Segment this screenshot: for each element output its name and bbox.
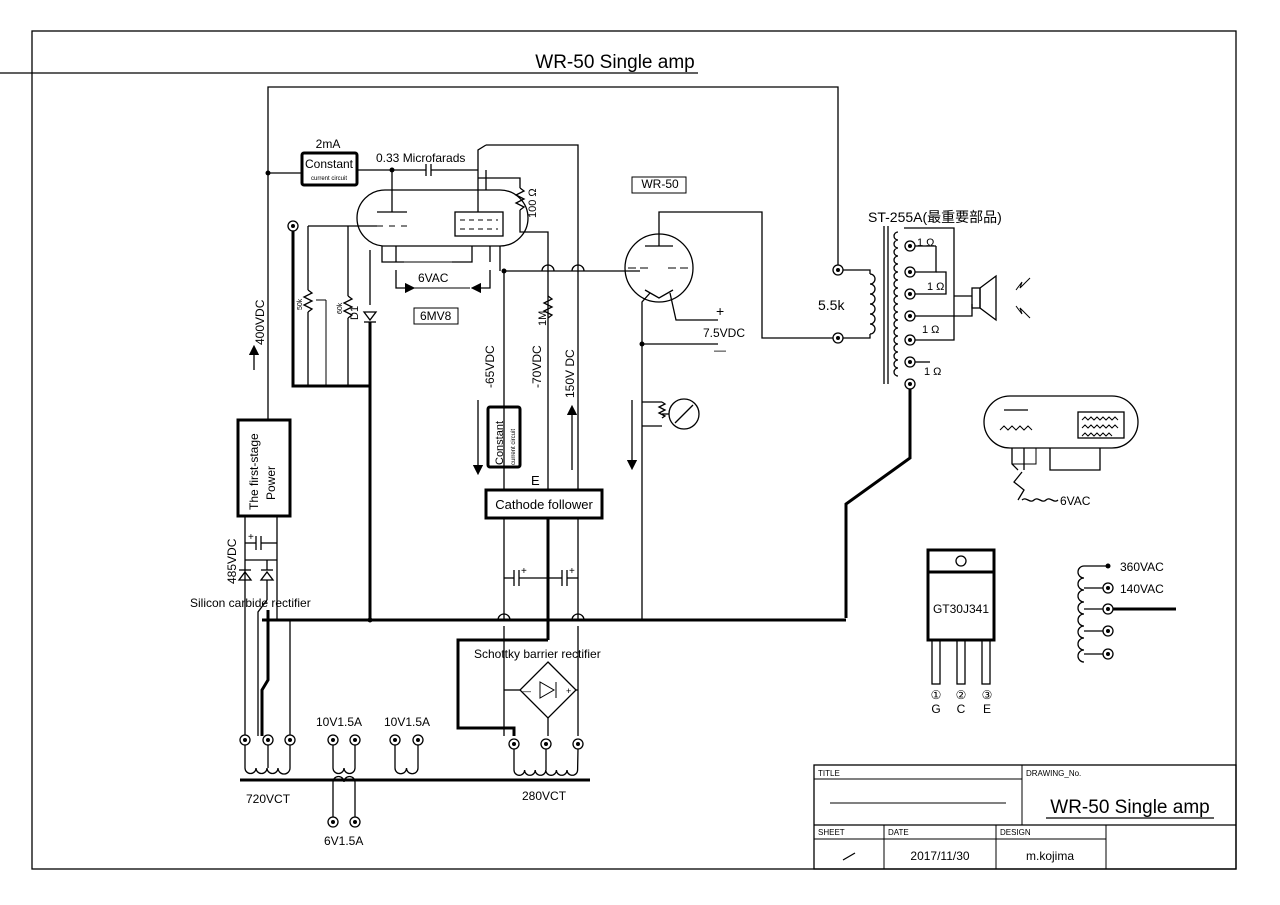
tube-6mv8-label: 6MV8 [420,309,452,323]
tube-wr50-tag [631,176,687,194]
svg-text:-65VDC: -65VDC [483,345,497,388]
igbt-gt30j341: GT30J341 ① ② ③ G C E [926,548,996,716]
svg-text:7.5VDC: 7.5VDC [703,326,745,340]
svg-text:1 Ω: 1 Ω [917,237,934,249]
svg-text:①: ① [931,688,942,702]
svg-text:D1: D1 [349,306,361,320]
svg-text:+: + [248,532,254,543]
bias-network: 50k 60k D1 [287,220,378,620]
diagram-title: WR-50 Single amp [535,52,694,73]
svg-text:m.kojima: m.kojima [1026,849,1074,863]
svg-text:0.33 Microfarads: 0.33 Microfarads [376,151,465,165]
transformer-label: ST-255A(最重要部品) [868,209,1002,225]
tube-6mv8-tag [413,307,459,325]
svg-text:+: + [521,566,527,577]
svg-text:—: — [522,686,531,696]
tube-wr50-label: WR-50 [641,177,679,191]
svg-text:6VAC: 6VAC [418,271,449,285]
svg-text:1M: 1M [537,311,549,326]
svg-text:DESIGN: DESIGN [1000,828,1031,837]
svg-text:Cathode follower: Cathode follower [495,497,593,512]
svg-text:GT30J341: GT30J341 [933,602,989,616]
tube-6mv8: 100 Ω 6VAC [348,144,579,490]
constant-current-2ma: 2mA Constant current circuit [300,137,359,187]
svg-text:TITLE: TITLE [818,769,840,778]
svg-text:720VCT: 720VCT [246,792,291,806]
svg-text:+: + [569,566,575,577]
cathode-follower-section: 1M Constant current circuit -65VDC -70VD… [472,264,640,640]
svg-text:2017/11/30: 2017/11/30 [910,849,969,863]
svg-text:485VDC: 485VDC [225,538,239,584]
svg-text:The first-stage: The first-stage [247,433,261,510]
svg-text:E: E [983,702,991,716]
svg-text:50k: 50k [297,298,304,310]
svg-text:-70VDC: -70VDC [530,345,544,388]
svg-text:G: G [931,702,940,716]
svg-text:2mA: 2mA [316,137,341,151]
svg-text:100 Ω: 100 Ω [527,188,539,218]
svg-text:E: E [531,473,540,488]
power-transformer-secondaries: 10V1.5A 10V1.5A 720VCT 280VCT 6V1.5A [239,715,590,848]
svg-text:Constant: Constant [494,421,506,465]
coupling-capacitor: 0.33 Microfarads [357,151,478,212]
svg-text:60k: 60k [337,302,344,314]
title-block: TITLE DRAWING_No. WR-50 Single amp SHEET… [813,764,1237,870]
svg-text:—: — [714,343,726,357]
svg-text:10V1.5A: 10V1.5A [384,715,430,729]
output-transformer: 1 Ω 1 Ω 1 Ω 1 Ω [832,226,1031,618]
svg-text:DRAWING_No.: DRAWING_No. [1026,769,1081,778]
svg-text:6V1.5A: 6V1.5A [324,834,363,848]
svg-text:C: C [957,702,966,716]
tube-detail-diagram: 6VAC [983,395,1139,508]
svg-text:10V1.5A: 10V1.5A [316,715,362,729]
impedance-label: 5.5k [818,297,845,313]
svg-text:③: ③ [982,688,993,702]
svg-text:Power: Power [264,466,278,500]
svg-text:SHEET: SHEET [818,828,845,837]
svg-text:6VAC: 6VAC [1060,494,1091,508]
tube-wr50: + 7.5VDC — [624,211,838,620]
svg-text:360VAC: 360VAC [1120,560,1164,574]
svg-text:②: ② [956,688,967,702]
svg-text:current circuit: current circuit [311,176,347,182]
svg-text:+: + [566,686,571,696]
svg-text:Constant: Constant [305,157,354,171]
tapped-winding: 360VAC 140VAC [1077,560,1176,663]
drawing-frame [31,30,1237,870]
svg-text:+: + [716,303,724,319]
svg-text:1 Ω: 1 Ω [927,281,944,293]
svg-text:140VAC: 140VAC [1120,582,1164,596]
svg-text:DATE: DATE [888,828,909,837]
svg-text:1 Ω: 1 Ω [924,366,941,378]
svg-text:current circuit: current circuit [511,429,517,465]
ground-bus [262,613,846,736]
first-stage-power: The first-stage Power 485VDC + Silicon c… [190,418,311,736]
b-plus-rail [265,86,839,420]
label-400vdc: 400VDC [253,299,267,345]
svg-text:150V DC: 150V DC [563,349,577,398]
svg-text:Silicon carbide rectifier: Silicon carbide rectifier [190,596,311,610]
svg-text:1 Ω: 1 Ω [922,324,939,336]
svg-text:WR-50 Single amp: WR-50 Single amp [1050,797,1209,818]
svg-text:Schottky barrier rectifier: Schottky barrier rectifier [474,647,601,661]
schottky-bridge: Schottky barrier rectifier — + [474,647,601,736]
svg-text:280VCT: 280VCT [522,789,567,803]
